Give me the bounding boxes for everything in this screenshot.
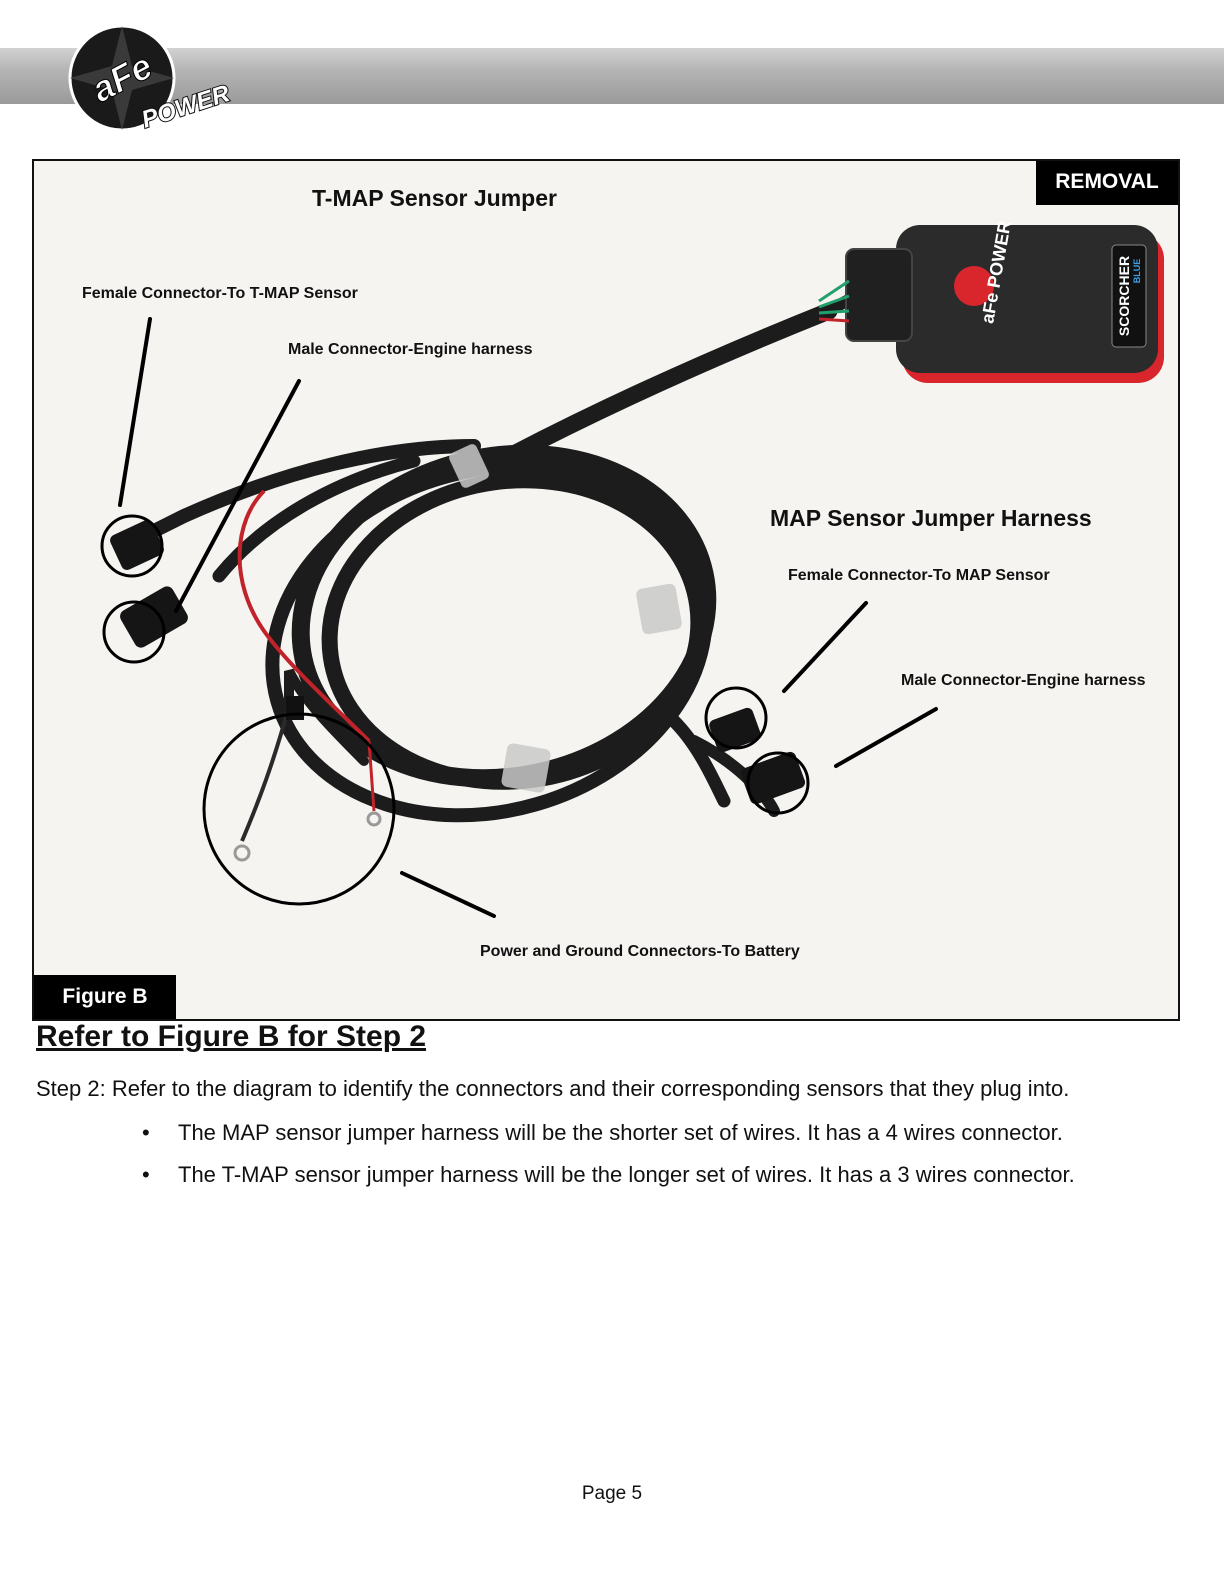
- figure-b-frame: aFe POWER SCORCHER BLUE T-MAP Sensor Jum…: [32, 159, 1180, 1021]
- wiring-harness-photo: aFe POWER SCORCHER BLUE: [100, 219, 1164, 918]
- map-male-label: Male Connector-Engine harness: [901, 672, 1146, 689]
- scorcher-module: aFe POWER SCORCHER BLUE: [818, 219, 1164, 383]
- device-name: SCORCHER: [1116, 256, 1132, 336]
- device-sub: BLUE: [1132, 259, 1142, 284]
- figure-b-tag: Figure B: [34, 975, 176, 1019]
- map-title: MAP Sensor Jumper Harness: [770, 505, 1092, 531]
- section-heading: Refer to Figure B for Step 2: [36, 1020, 427, 1053]
- bullet-tmap-harness: The T-MAP sensor jumper harness will be …: [142, 1160, 1075, 1202]
- tmap-female-label: Female Connector-To T-MAP Sensor: [82, 285, 358, 302]
- step-2-intro: Step 2: Refer to the diagram to identify…: [36, 1076, 1070, 1101]
- header-bar: [0, 48, 1224, 104]
- power-ground-label: Power and Ground Connectors-To Battery: [480, 943, 800, 960]
- removal-tag: REMOVAL: [1036, 161, 1178, 205]
- page-number: Page 5: [581, 1483, 643, 1504]
- tmap-title: T-MAP Sensor Jumper: [312, 185, 557, 211]
- map-female-label: Female Connector-To MAP Sensor: [788, 567, 1050, 584]
- step-2-bullets: The MAP sensor jumper harness will be th…: [142, 1118, 1075, 1202]
- bullet-map-harness: The MAP sensor jumper harness will be th…: [142, 1118, 1075, 1160]
- afe-power-logo: aFe POWER: [68, 24, 235, 134]
- tmap-male-label: Male Connector-Engine harness: [288, 341, 533, 358]
